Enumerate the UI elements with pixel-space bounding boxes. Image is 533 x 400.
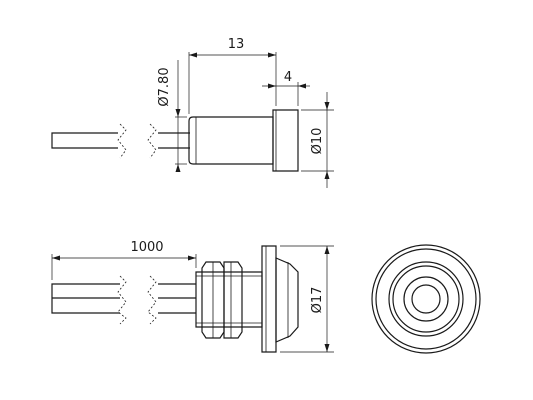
top-cable-break-left (117, 123, 127, 159)
dim-body-diameter-label: Ø7.80 (157, 67, 172, 106)
dim-cable-length-label: 1000 (130, 240, 163, 255)
front-outer-ring (371, 244, 481, 354)
top-flange (272, 109, 299, 172)
front-outer-ring-inner (375, 248, 477, 350)
dimension-cable-length: 1000 (51, 240, 197, 280)
bottom-cable-break-right (147, 275, 157, 325)
top-leads (158, 132, 190, 149)
front-bezel-ring (388, 261, 464, 337)
dim-length-label: 13 (228, 37, 245, 52)
front-lens-ring (403, 276, 449, 322)
bottom-cable-break-left (117, 275, 127, 325)
top-view: 13 4 Ø7.80 Ø10 (51, 37, 334, 188)
bottom-cable-left (51, 283, 120, 314)
dimension-flange-thickness: 4 (262, 70, 310, 106)
dimension-length: 13 (188, 37, 277, 114)
front-view (371, 244, 481, 354)
bottom-cable-right (158, 283, 196, 314)
dimension-flange-diameter: Ø10 (301, 92, 334, 188)
bottom-nut-2 (223, 261, 243, 339)
dim-bezel-diameter-label: Ø17 (310, 287, 325, 314)
bottom-lens (275, 257, 299, 343)
bottom-nut-1 (201, 261, 225, 339)
dim-flange-diameter-label: Ø10 (310, 128, 325, 155)
front-lens-center (411, 284, 441, 314)
dimension-body-diameter: Ø7.80 (157, 60, 187, 172)
top-cable-stub (51, 132, 118, 149)
top-body (188, 116, 274, 165)
front-bezel-ring-inner (392, 265, 460, 333)
bottom-view: 1000 Ø17 (51, 240, 334, 353)
bottom-thread-body (195, 271, 263, 328)
bottom-bezel (261, 245, 277, 353)
dim-flange-label: 4 (284, 70, 292, 85)
top-cable-break-right (147, 123, 157, 159)
dimension-bezel-diameter: Ø17 (280, 245, 334, 353)
